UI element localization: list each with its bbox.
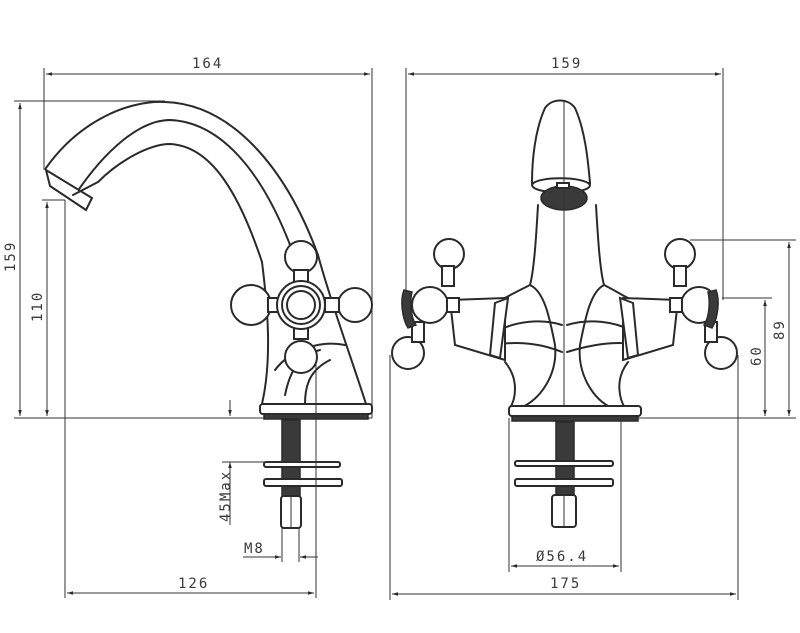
dim-side-overall-height: 159 <box>3 100 165 416</box>
faucet-body-side <box>259 254 373 420</box>
cross-handle-side <box>230 240 373 374</box>
dim-front-handle-span: 175 <box>389 355 739 600</box>
dim-label-diameter: Ø56.4 <box>536 549 588 565</box>
mounting-stem-front <box>514 421 614 528</box>
dim-side-thread: M8 <box>243 528 318 562</box>
mounting-stem-side <box>263 419 343 529</box>
dim-label-m8: M8 <box>244 541 265 557</box>
dim-label-164: 164 <box>192 56 223 72</box>
dim-label-159-vertical: 159 <box>3 241 19 272</box>
dim-label-126: 126 <box>178 576 209 592</box>
dim-side-overall-width: 164 <box>43 56 373 418</box>
dim-front-overall-width: 159 <box>405 56 724 300</box>
dim-label-60: 60 <box>749 345 765 366</box>
dim-label-110: 110 <box>30 291 46 322</box>
dim-label-45max: 45Max <box>218 470 234 522</box>
dim-side-spout-reach: 126 <box>67 418 317 598</box>
side-view: 164 159 110 <box>3 56 373 598</box>
dim-side-spout-height: 110 <box>30 199 66 598</box>
dim-side-mounting-depth: 45Max <box>218 400 340 525</box>
dim-label-89: 89 <box>772 319 788 340</box>
spout <box>44 100 319 263</box>
faucet-body-front <box>494 190 642 422</box>
spout-front <box>530 99 592 211</box>
front-view: 159 <box>389 56 796 600</box>
dim-label-175: 175 <box>550 576 581 592</box>
dim-label-159-horizontal: 159 <box>551 56 582 72</box>
right-handle-front <box>618 238 738 370</box>
dim-front-base-diameter: Ø56.4 <box>508 418 622 572</box>
left-handle-front <box>391 238 510 370</box>
dim-front-handle-height: 89 60 <box>620 239 796 419</box>
